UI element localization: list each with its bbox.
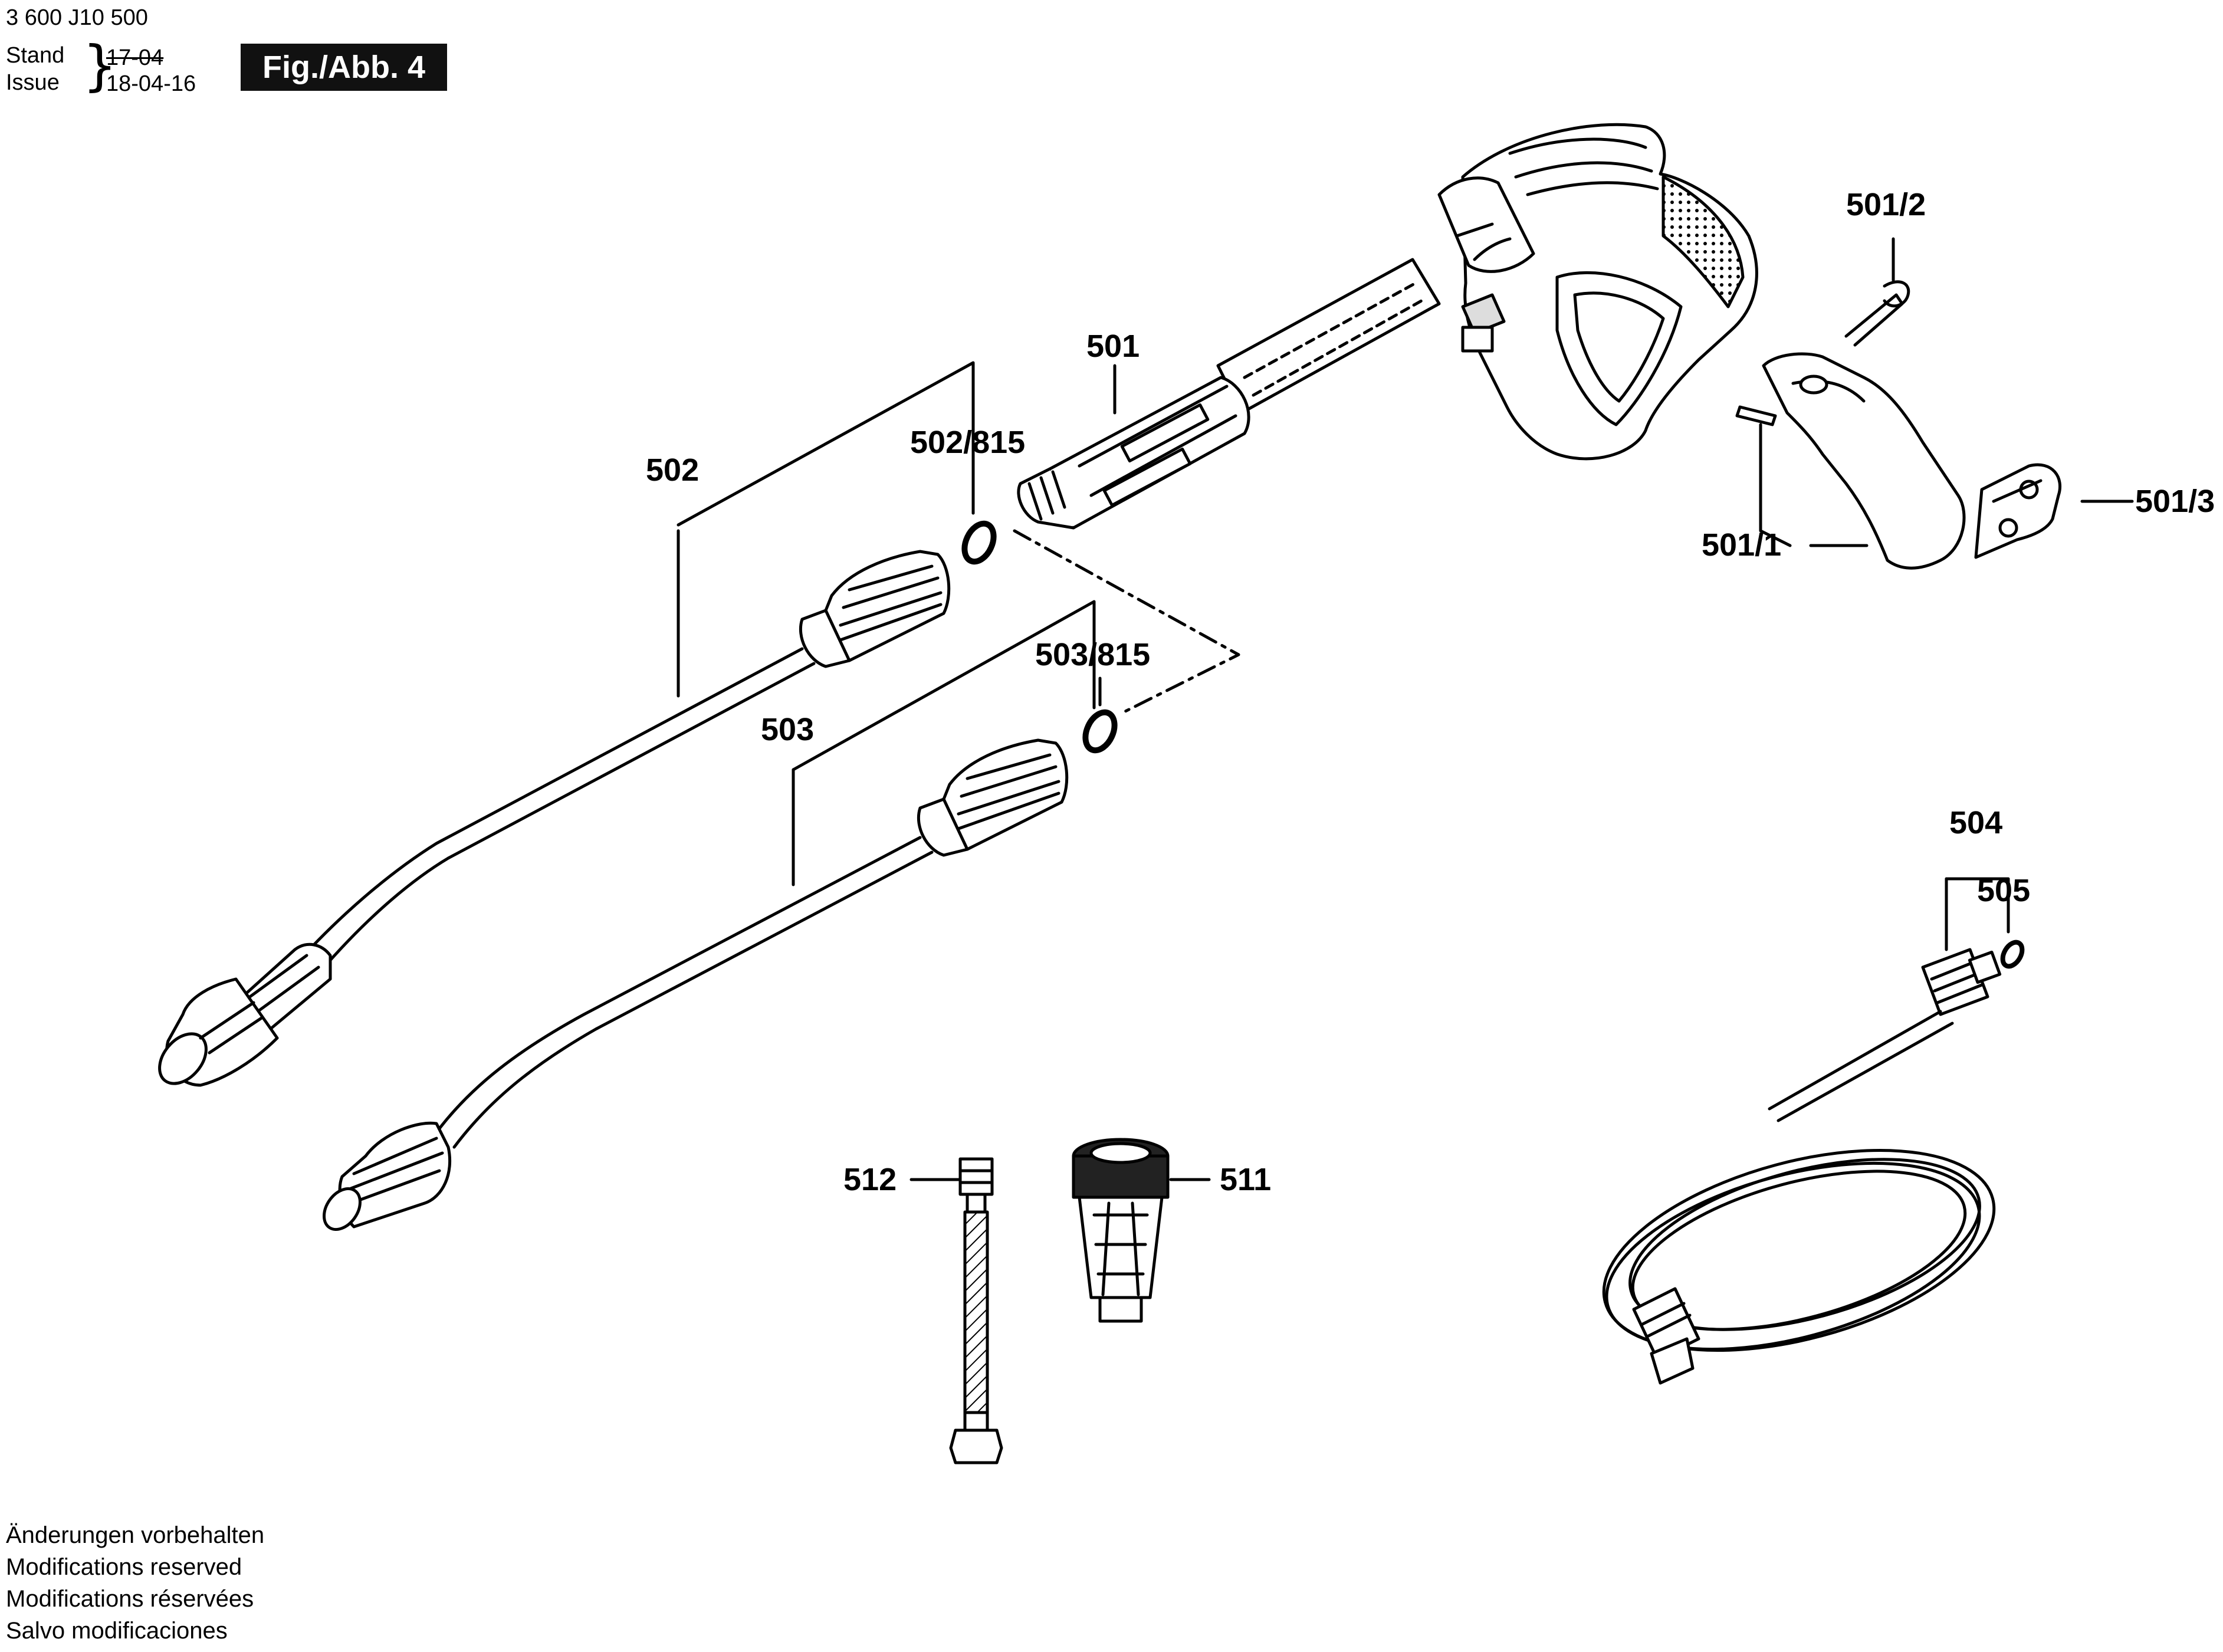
connector-512	[949, 1157, 1003, 1464]
issue-label: Issue	[6, 70, 60, 95]
callout-504: 504	[1949, 805, 2002, 840]
callout-501-2: 501/2	[1846, 187, 1926, 222]
leader-lines	[677, 237, 2134, 1181]
callout-512: 512	[843, 1162, 897, 1197]
lance-503	[323, 738, 1069, 1231]
footer-line-de: Änderungen vorbehalten	[6, 1522, 265, 1548]
figure-label: Fig./Abb. 4	[241, 44, 447, 91]
document-number: 3 600 J10 500	[6, 5, 148, 30]
old-date: 17-04	[106, 45, 164, 70]
hose-504	[1602, 948, 2002, 1385]
modifications-notice: Änderungen vorbehalten Modifications res…	[6, 1519, 264, 1647]
callout-501: 501	[1086, 329, 1140, 364]
footer-line-es: Salvo modificaciones	[6, 1618, 228, 1644]
trigger-501-1	[1735, 352, 1966, 570]
footer-line-en: Modifications reserved	[6, 1554, 242, 1580]
spray-gun-501	[1017, 123, 1758, 530]
lance-502	[158, 550, 951, 1087]
callout-502-815: 502/815	[910, 425, 1025, 460]
callout-502: 502	[646, 452, 699, 488]
clip-501-3	[1974, 463, 2062, 559]
o-ring-502-815	[961, 520, 997, 565]
filter-511	[1072, 1138, 1170, 1323]
footer-line-fr: Modifications réservées	[6, 1586, 254, 1612]
issue-date: 18-04-16	[106, 71, 196, 96]
callout-505: 505	[1977, 873, 2030, 908]
stand-label: Stand	[6, 43, 65, 68]
washer-505	[2000, 940, 2025, 969]
callout-503-815: 503/815	[1035, 637, 1150, 672]
callout-503: 503	[761, 712, 814, 747]
brace-icon: }	[83, 34, 117, 97]
callout-501-1: 501/1	[1702, 527, 1781, 563]
o-ring-503-815	[1082, 709, 1118, 754]
callout-511: 511	[1220, 1162, 1271, 1197]
spring-501-2	[1844, 280, 1910, 347]
callout-501-3: 501/3	[2135, 484, 2215, 519]
